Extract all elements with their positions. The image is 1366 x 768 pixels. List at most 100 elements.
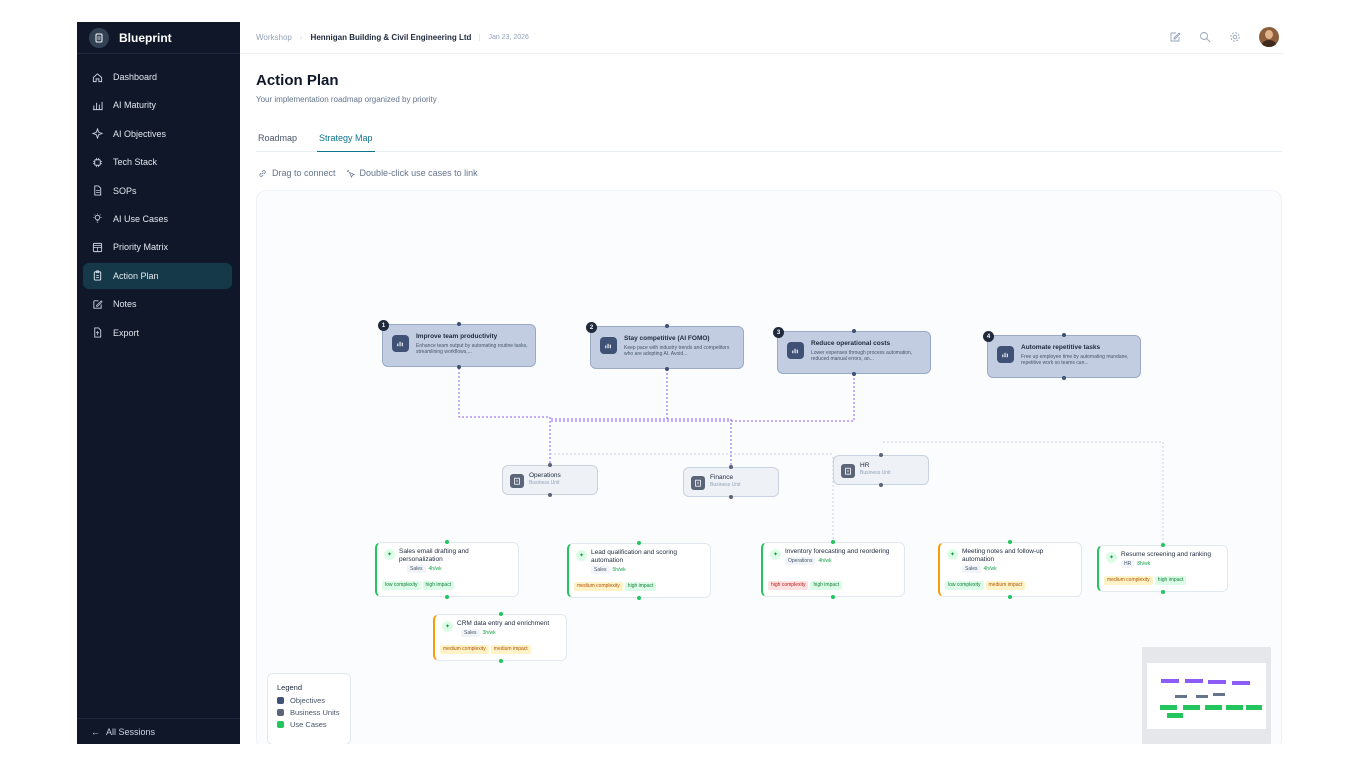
grid-icon [92, 242, 103, 252]
sidebar-item-label: AI Objectives [113, 128, 167, 139]
objective-number: 2 [586, 322, 597, 333]
connection-handle[interactable] [457, 365, 461, 369]
minimap-node [1213, 693, 1225, 696]
objective-node-2[interactable]: 2 Stay competitive (AI FOMO) Keep pace w… [586, 322, 744, 369]
all-sessions-label: All Sessions [106, 726, 156, 737]
complexity-badge: low complexity [945, 580, 984, 590]
canvas-hints: Drag to connect Double-click use cases t… [258, 168, 478, 178]
objective-node-1[interactable]: 1 Improve team productivity Enhance team… [378, 320, 536, 367]
sidebar-item-notes[interactable]: Notes [83, 291, 232, 317]
connection-handle[interactable] [548, 493, 552, 497]
tab-strategy-map[interactable]: Strategy Map [317, 124, 375, 152]
connection-handle[interactable] [1008, 540, 1012, 544]
impact-badge: high impact [1154, 575, 1187, 585]
connection-handle[interactable] [665, 367, 669, 371]
tab-roadmap[interactable]: Roadmap [258, 133, 298, 143]
user-avatar[interactable] [1259, 27, 1279, 47]
use-case-time: 4h/wk [818, 558, 832, 564]
connection-handle[interactable] [445, 540, 449, 544]
connection-handle[interactable] [879, 483, 883, 487]
complexity-badge: high complexity [768, 580, 809, 590]
objective-number: 3 [773, 327, 784, 338]
connection-handle[interactable] [637, 541, 641, 545]
brand[interactable]: Blueprint [77, 22, 240, 54]
lightbulb-icon: ✦ [1106, 552, 1117, 563]
breadcrumb-workshop[interactable]: Workshop [256, 33, 292, 42]
complexity-badge: medium complexity [440, 644, 489, 654]
business-unit-hr[interactable]: HR Business Unit [833, 455, 929, 485]
sparkle-icon [92, 128, 103, 140]
sidebar-item-dashboard[interactable]: Dashboard [83, 64, 232, 90]
connection-handle[interactable] [831, 595, 835, 599]
business-unit-operations[interactable]: Operations Business Unit [502, 465, 598, 495]
connection-handle[interactable] [1062, 376, 1066, 380]
breadcrumb-company[interactable]: Hennigan Building & Civil Engineering Lt… [310, 33, 472, 42]
connection-handle[interactable] [852, 372, 856, 376]
legend-item-objectives: Objectives [277, 696, 350, 705]
use-case-node[interactable]: ✦ Lead qualification and scoring automat… [567, 543, 711, 598]
objective-node-4[interactable]: 4 Automate repetitive tasks Free up empl… [983, 331, 1141, 378]
use-case-node[interactable]: ✦ Inventory forecasting and reordering O… [761, 542, 905, 597]
use-case-node[interactable]: ✦ Sales email drafting and personalizati… [375, 542, 519, 597]
connection-handle[interactable] [1161, 590, 1165, 594]
minimap-viewport [1147, 663, 1266, 729]
connection-handle[interactable] [852, 329, 856, 333]
objective-title: Stay competitive (AI FOMO) [624, 335, 710, 342]
use-case-time: 8h/wk [1137, 561, 1151, 567]
connection-handle[interactable] [1008, 595, 1012, 599]
connection-handle[interactable] [445, 595, 449, 599]
chevron-right-icon: › [299, 33, 303, 42]
pencil-icon [93, 299, 103, 309]
connection-handle[interactable] [831, 540, 835, 544]
connection-handle[interactable] [548, 463, 552, 467]
use-case-unit: Sales [407, 565, 426, 573]
use-case-node[interactable]: ✦ Meeting notes and follow-up automation… [938, 542, 1082, 597]
objective-description: Enhance team output by automating routin… [416, 343, 528, 355]
edit-icon[interactable] [1169, 31, 1181, 43]
use-case-unit: Operations [785, 557, 816, 565]
app-window: Blueprint Dashboard AI Maturity AI Objec… [77, 22, 1283, 744]
business-unit-finance[interactable]: Finance Business Unit [683, 467, 779, 497]
use-case-time: 4h/wk [983, 566, 997, 572]
logo-icon [89, 27, 109, 48]
minimap-node [1167, 713, 1183, 718]
use-case-time: 5h/wk [612, 567, 626, 573]
objective-title: Improve team productivity [416, 333, 498, 340]
connection-handle[interactable] [499, 659, 503, 663]
gear-icon[interactable] [1229, 31, 1241, 43]
export-icon [94, 327, 102, 338]
sidebar-item-export[interactable]: Export [83, 320, 232, 346]
connection-handle[interactable] [457, 322, 461, 326]
all-sessions-link[interactable]: ← All Sessions [77, 718, 240, 744]
connection-handle[interactable] [729, 495, 733, 499]
connection-lines [458, 368, 1164, 544]
search-icon[interactable] [1199, 31, 1211, 43]
page-title: Action Plan [256, 72, 339, 89]
clipboard-icon [93, 270, 102, 281]
sidebar-item-priority-matrix[interactable]: Priority Matrix [83, 234, 232, 260]
sidebar-item-tech-stack[interactable]: Tech Stack [83, 149, 232, 175]
objective-node-3[interactable]: 3 Reduce operational costs Lower expense… [773, 327, 931, 374]
minimap[interactable] [1142, 647, 1271, 744]
sidebar-item-sops[interactable]: SOPs [83, 178, 232, 204]
impact-badge: medium impact [985, 580, 1026, 590]
connection-handle[interactable] [665, 324, 669, 328]
sidebar-item-ai-use-cases[interactable]: AI Use Cases [83, 206, 232, 232]
connection-handle[interactable] [637, 596, 641, 600]
lightbulb-icon: ✦ [770, 549, 781, 560]
connection-handle[interactable] [1062, 333, 1066, 337]
header-actions [1169, 27, 1279, 47]
sidebar-item-ai-objectives[interactable]: AI Objectives [83, 121, 232, 147]
sidebar-item-action-plan[interactable]: Action Plan [83, 262, 232, 289]
connection-handle[interactable] [499, 612, 503, 616]
lightbulb-icon: ✦ [442, 621, 453, 632]
connection-handle[interactable] [1161, 543, 1165, 547]
sidebar-item-ai-maturity[interactable]: AI Maturity [83, 92, 232, 118]
connection-handle[interactable] [879, 453, 883, 457]
legend-swatch [277, 697, 284, 704]
strategy-map-canvas[interactable]: 1 Improve team productivity Enhance team… [256, 190, 1282, 744]
connection-handle[interactable] [729, 465, 733, 469]
sidebar-item-label: Notes [113, 299, 137, 310]
